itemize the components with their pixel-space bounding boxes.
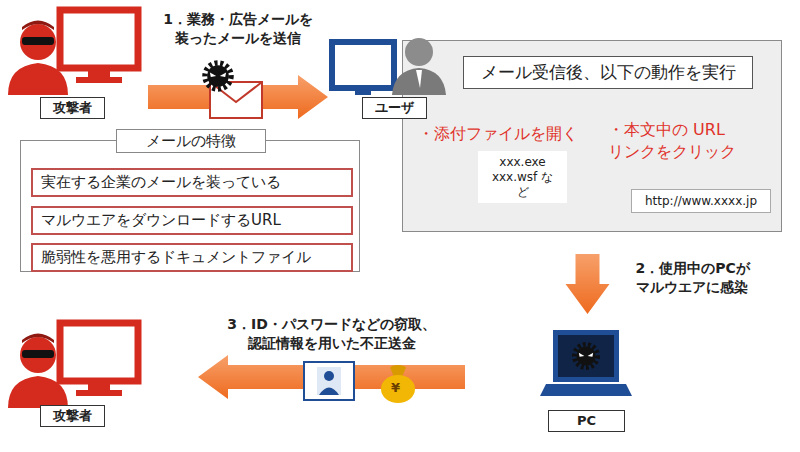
actor-box: 攻撃者 xyxy=(8,318,143,430)
action-text: ・添付ファイルを開く xyxy=(418,123,578,145)
pc-laptop xyxy=(540,330,632,396)
node-label: ユーザ xyxy=(362,97,427,119)
attacker-icon xyxy=(8,323,138,408)
node-label: 実在する企業のメールを装っている xyxy=(41,173,281,192)
node-label: xxx.exe xxx.wsf など xyxy=(486,155,559,200)
feature-panel: メールの特徴実在する企業のメールを装っているマルウエアをダウンロードするURL脆… xyxy=(20,140,360,272)
panel-heading: メール受信後、以下の動作を実行 xyxy=(463,56,753,89)
node-label: マルウエアをダウンロードするURL xyxy=(41,211,281,230)
currency-symbol: ¥ xyxy=(391,379,400,397)
pc-box: PC xyxy=(540,322,635,434)
feature-box: 脆弱性を悪用するドキュメントファイル xyxy=(31,243,353,272)
feature-box: 実在する企業のメールを装っている xyxy=(31,168,353,197)
flow-arrow xyxy=(566,254,610,314)
id-card-icon xyxy=(304,362,354,400)
node-label: http://www.xxxx.jp xyxy=(645,194,757,208)
step-label: 1．業務・広告メールを 装ったメールを送信 xyxy=(148,10,328,48)
actor-box: 攻撃者 xyxy=(8,5,143,120)
node-label: メール受信後、以下の動作を実行 xyxy=(481,61,736,84)
url-box: http://www.xxxx.jp xyxy=(631,189,771,213)
user-monitor xyxy=(332,42,394,95)
file-box: xxx.exe xxx.wsf など xyxy=(478,151,567,203)
flow-arrow xyxy=(198,355,465,399)
step-label: 3．ID・パスワードなどの窃取、 認証情報を用いた不正送金 xyxy=(202,315,462,353)
panel-heading: メールの特徴 xyxy=(116,129,266,153)
node-label: 攻撃者 xyxy=(40,405,105,427)
step-label: 2．使用中のPCが マルウエアに感染 xyxy=(636,259,786,297)
node-label: 攻撃者 xyxy=(40,97,105,119)
user-person-icon xyxy=(392,38,446,95)
node-label: 脆弱性を悪用するドキュメントファイル xyxy=(41,248,311,267)
action-panel: ・添付ファイルを開く ・本文中の URL リンクをクリック メール受信後、以下の動作… xyxy=(402,40,782,232)
node-label: PC xyxy=(548,410,625,432)
attacker-icon xyxy=(8,10,138,95)
feature-box: マルウエアをダウンロードするURL xyxy=(31,206,353,235)
flow-arrow xyxy=(148,75,328,119)
mail-virus-icon xyxy=(205,63,262,118)
money-bag-icon xyxy=(381,365,415,403)
action-text: ・本文中の URL リンクをクリック xyxy=(608,119,778,163)
